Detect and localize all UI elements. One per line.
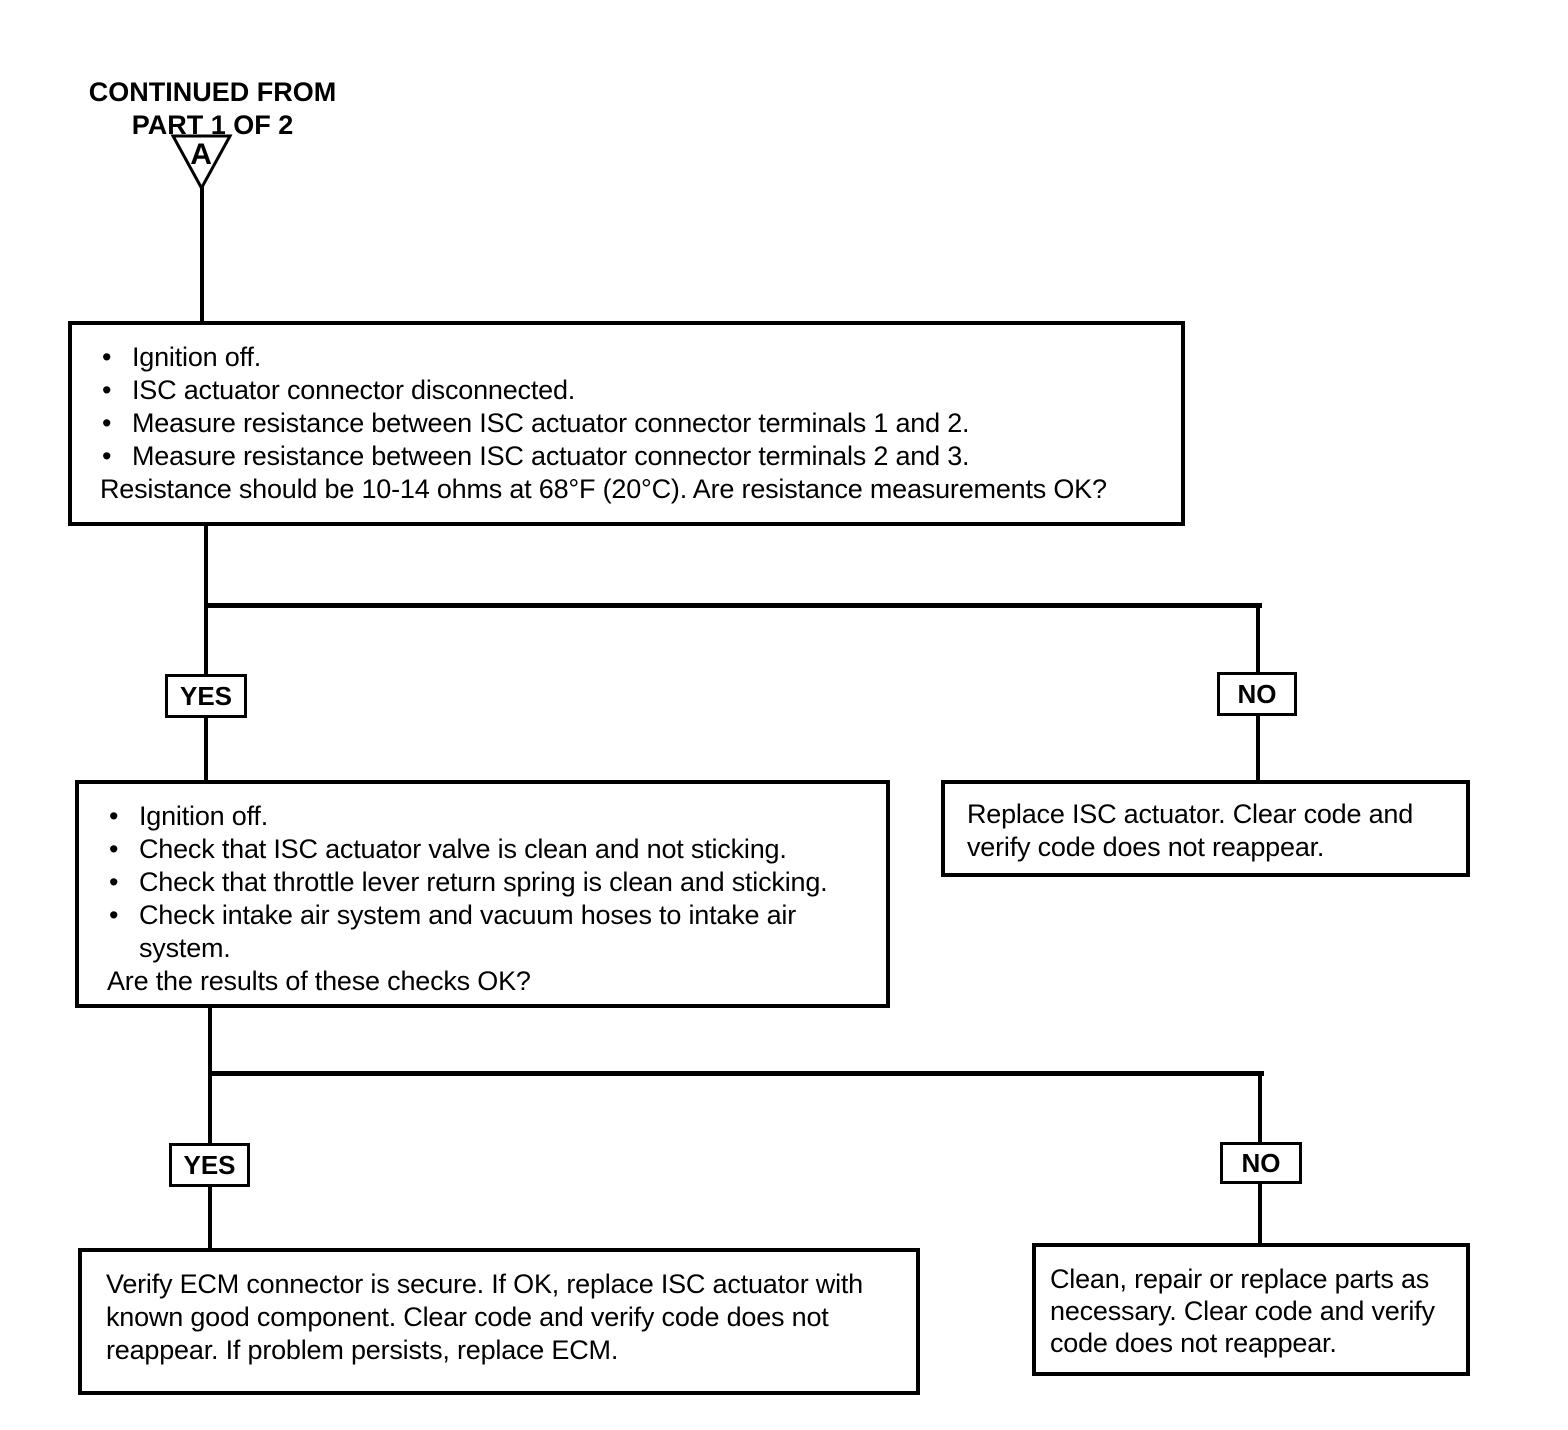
connector-line-yes1-to-decision2: [204, 716, 208, 782]
bullet-item: • Measure resistance between ISC actuato…: [102, 408, 970, 438]
connector-line-decision1-down: [204, 523, 208, 676]
bullet-item: • Check that ISC actuator valve is clean…: [109, 834, 787, 864]
action-box-verify-ecm: Verify ECM connector is secure. If OK, r…: [78, 1248, 920, 1395]
connector-a-letter: A: [190, 138, 211, 171]
continued-from-label: CONTINUED FROM PART 1 OF 2: [85, 76, 340, 142]
connector-line-branch1-to-no: [1256, 603, 1260, 674]
connector-line-branch1-horizontal: [204, 603, 1262, 608]
bullet-item: • Check intake air system and vacuum hos…: [109, 900, 797, 963]
bullet-item: • ISC actuator connector disconnected.: [102, 375, 576, 405]
connector-line-a-to-decision1: [200, 185, 204, 323]
connector-line-branch2-to-no: [1258, 1071, 1262, 1144]
bullet-marker: •: [109, 801, 119, 831]
bullet-item: • Check that throttle lever return sprin…: [109, 867, 828, 897]
bullet-marker: •: [109, 867, 119, 897]
connector-a-triangle: A: [170, 134, 233, 191]
bullet-item: • Measure resistance between ISC actuato…: [102, 441, 970, 471]
bullet-marker: •: [109, 834, 119, 864]
no-label-2: NO: [1220, 1142, 1302, 1184]
decision-box-resistance-check: • Ignition off. • ISC actuator connector…: [68, 321, 1185, 526]
bullet-marker: •: [102, 408, 112, 438]
connector-line-no2-to-action: [1258, 1181, 1262, 1245]
bullet-marker: •: [102, 375, 112, 405]
yes-label-2: YES: [169, 1143, 250, 1187]
no-label-1: NO: [1217, 672, 1297, 716]
decision1-question: Resistance should be 10-14 ohms at 68°F …: [100, 474, 1107, 504]
bullet-marker: •: [102, 441, 112, 471]
action-box-replace-isc: Replace ISC actuator. Clear code and ver…: [941, 780, 1470, 877]
decision-box-visual-checks: • Ignition off. • Check that ISC actuato…: [75, 780, 890, 1008]
decision2-question: Are the results of these checks OK?: [107, 966, 531, 996]
bullet-item: • Ignition off.: [102, 342, 261, 372]
connector-line-yes2-to-action: [208, 1185, 212, 1250]
continued-from-line1: CONTINUED FROM: [88, 77, 337, 107]
yes-label-1: YES: [165, 674, 247, 718]
bullet-item: • Ignition off.: [109, 801, 268, 831]
action-box-clean-repair: Clean, repair or replace parts as necess…: [1032, 1243, 1470, 1376]
bullet-marker: •: [109, 900, 119, 930]
connector-line-no1-to-action: [1256, 714, 1260, 782]
bullet-marker: •: [102, 342, 112, 372]
connector-line-branch2-horizontal: [208, 1071, 1264, 1076]
